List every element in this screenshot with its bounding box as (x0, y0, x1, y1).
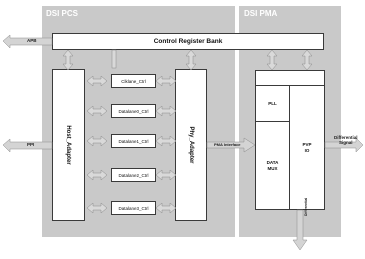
differential-signal-label: Differential Signal (334, 135, 358, 146)
ctrl-lane-arrow (111, 49, 117, 69)
pll-label: PLL (268, 101, 277, 106)
lane-ctrl-clklane: Clklane_Ctrl (111, 74, 156, 88)
lane-phy-arrow (155, 202, 177, 214)
host-lane-arrow (86, 202, 108, 214)
lane-label: Datalane0_Ctrl (118, 108, 149, 114)
differential-signal-arrow (324, 137, 364, 153)
pma-interface-arrow (206, 137, 256, 153)
data-mux-block: DATA MUX (255, 121, 290, 210)
host-lane-arrow (86, 135, 108, 147)
host-lane-arrow (86, 75, 108, 87)
ctrl-host-arrow (62, 49, 74, 71)
ppi-label: PPI (27, 142, 35, 147)
pvp-io-label: PVP IO (302, 141, 312, 153)
lane-phy-arrow (155, 75, 177, 87)
apb-arrow (2, 34, 53, 49)
lane-ctrl-datalane1: Datalane1_Ctrl (111, 134, 156, 148)
lane-label: Clklane_Ctrl (121, 78, 146, 84)
pvp-io-block: PVP IO (289, 85, 325, 210)
lane-label: Datalane3_Ctrl (118, 205, 149, 211)
host-lane-arrow (86, 105, 108, 117)
lane-ctrl-datalane3: Datalane3_Ctrl (111, 201, 156, 215)
apb-label: APB (27, 38, 37, 43)
data-mux-label: DATA MUX (266, 159, 279, 171)
host-lane-arrow (86, 169, 108, 181)
ctrl-pma-arrow1 (266, 49, 278, 71)
dsi-pcs-title: DSI PCS (46, 9, 79, 18)
lane-label: Datalane2_Ctrl (118, 172, 149, 178)
bottom-output-label: Differential (304, 197, 308, 216)
dsi-pma-title: DSI PMA (244, 9, 278, 18)
ctrl-phy-arrow (185, 49, 197, 71)
pma-interface-label: PMA Interface (214, 142, 241, 147)
lane-ctrl-datalane2: Datalane2_Ctrl (111, 168, 156, 182)
lane-phy-arrow (155, 105, 177, 117)
host-adapter-block (52, 69, 85, 221)
ctrl-pma-arrow2 (301, 49, 313, 71)
bottom-output-arrow (292, 209, 308, 251)
control-register-bank-label: Control Register Bank (153, 38, 223, 45)
ppi-arrow (2, 138, 53, 153)
lane-phy-arrow (155, 135, 177, 147)
lane-label: Datalane1_Ctrl (118, 138, 149, 144)
control-register-bank: Control Register Bank (52, 33, 324, 50)
lane-phy-arrow (155, 169, 177, 181)
lane-ctrl-datalane0: Datalane0_Ctrl (111, 104, 156, 118)
